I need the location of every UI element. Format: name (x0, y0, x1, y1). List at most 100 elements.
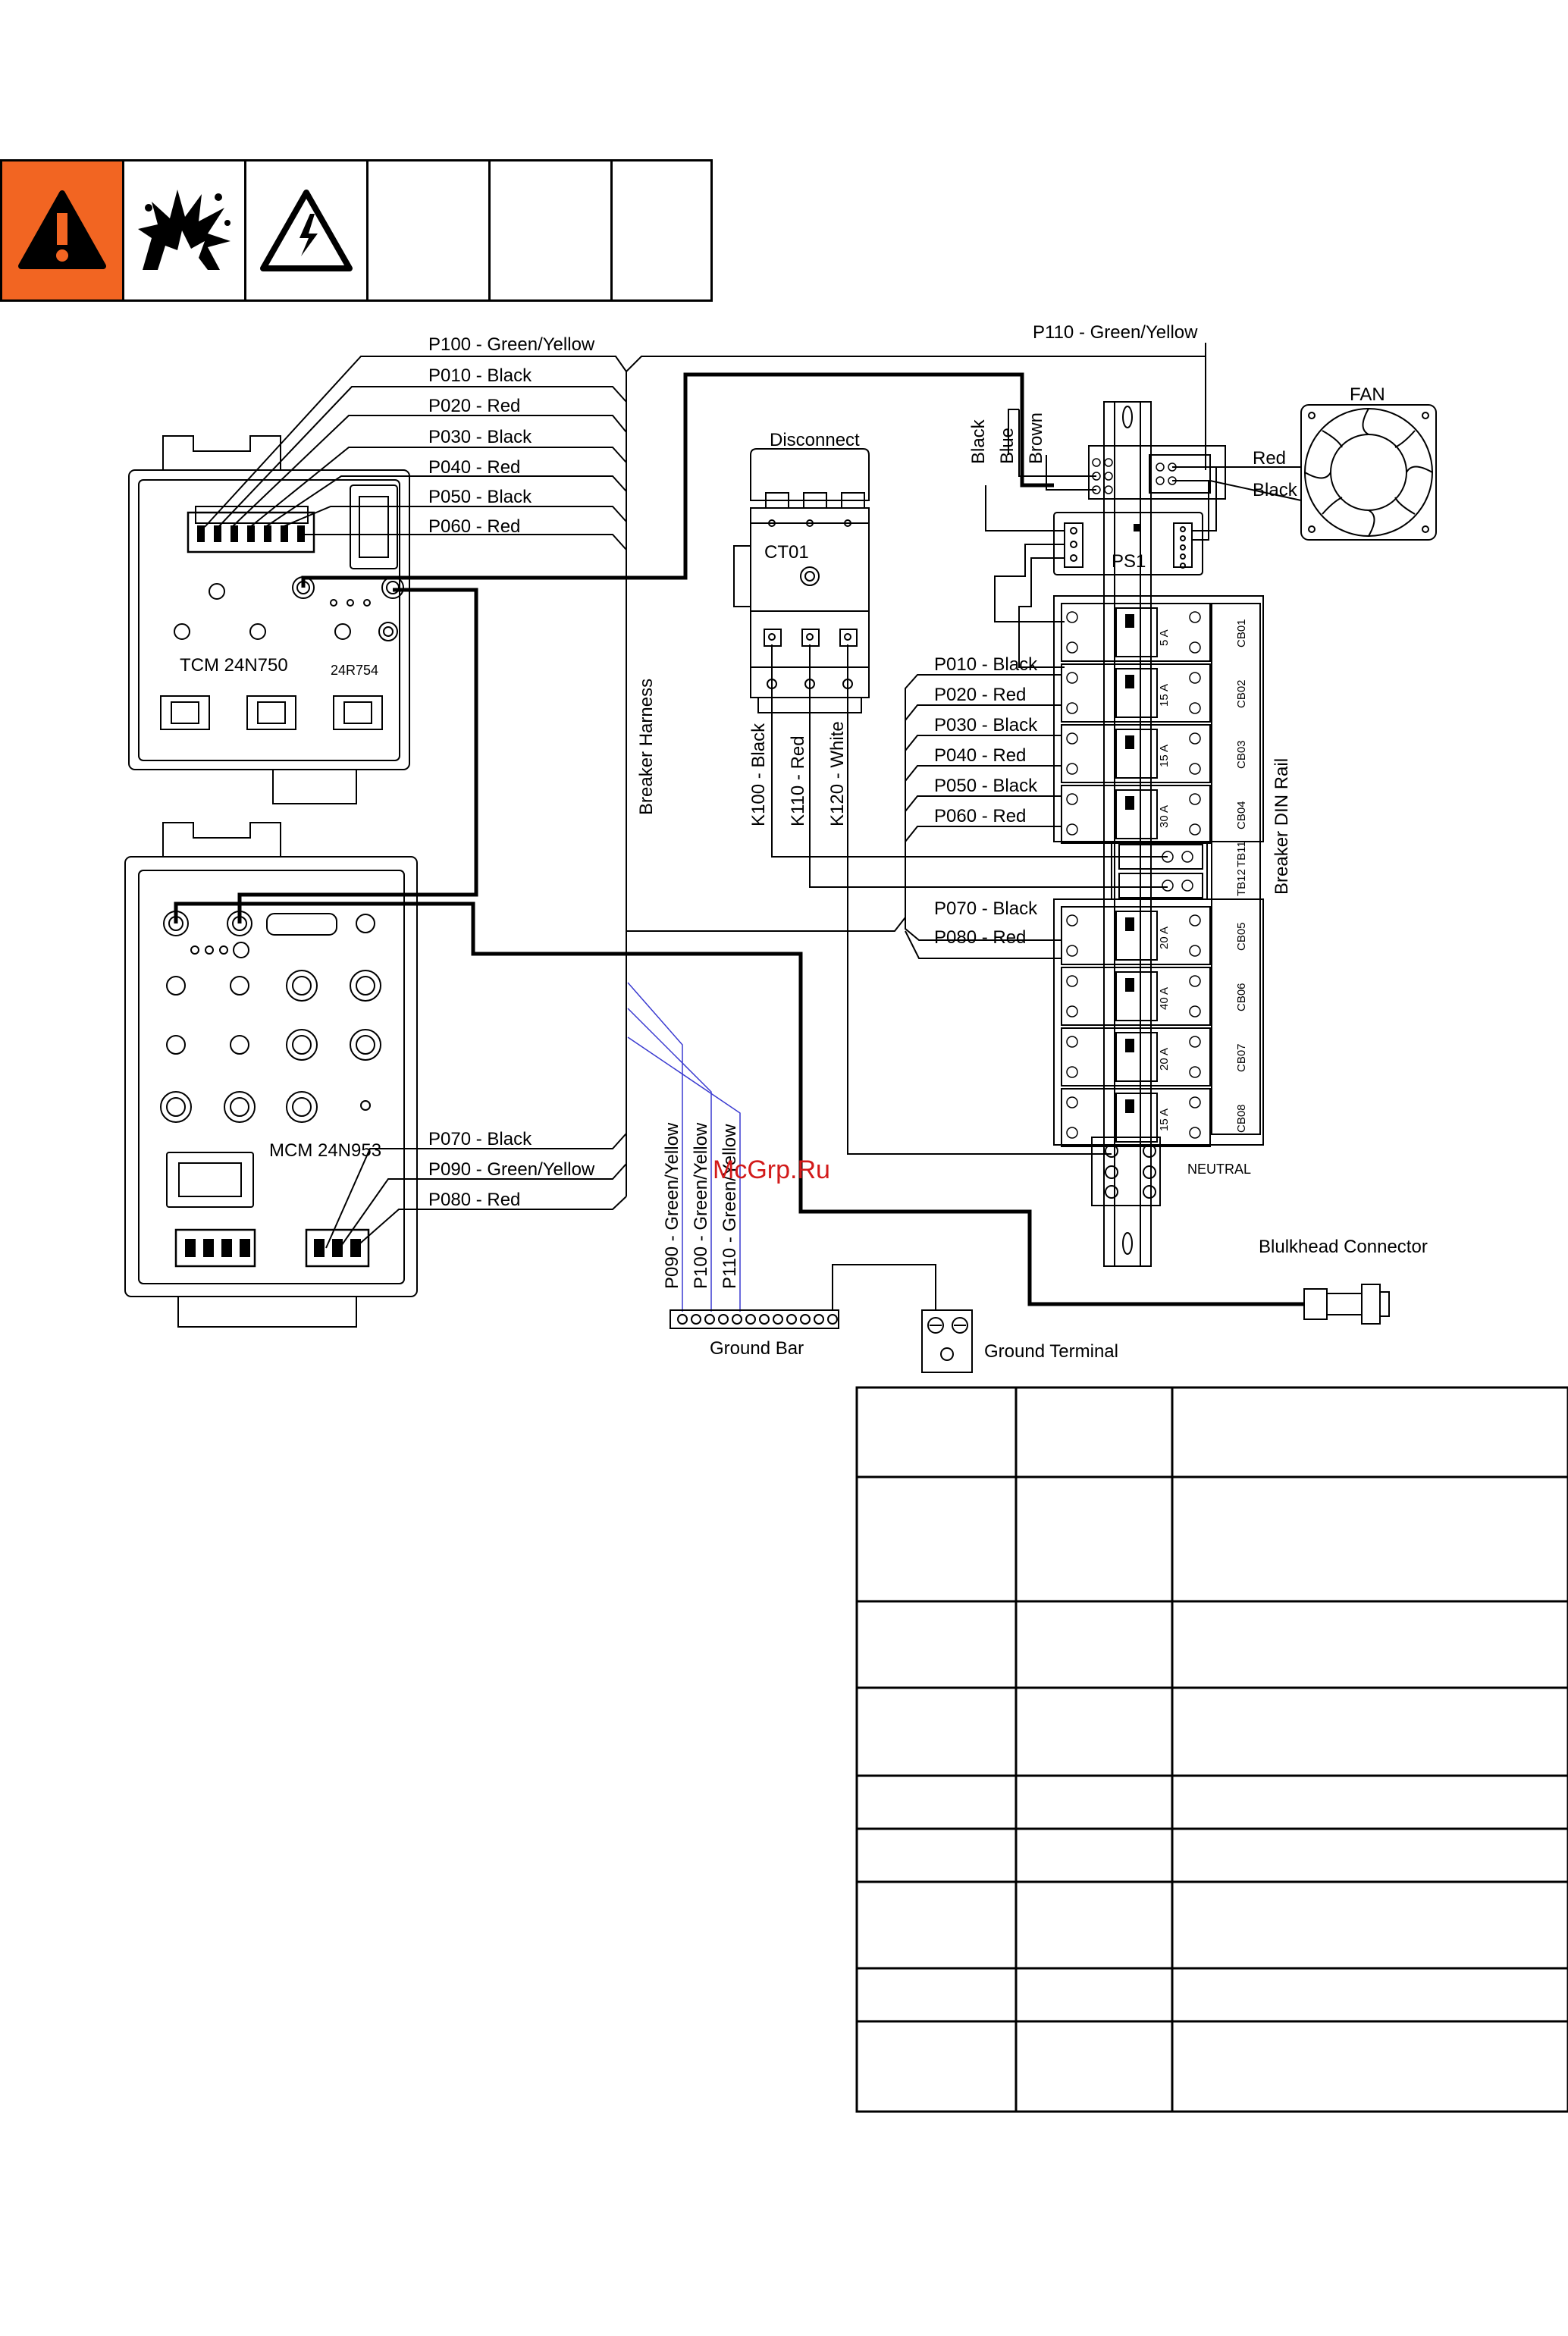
screw-icon (1066, 823, 1078, 836)
breaker-body (1061, 1027, 1211, 1086)
screw-icon (1066, 1096, 1078, 1108)
mcm-connector-pins (185, 1239, 361, 1257)
bulkhead-connector (1303, 1284, 1390, 1325)
mcm-label: MCM 24N953 (269, 1140, 381, 1161)
screw-icon (1181, 880, 1193, 892)
wire-label: P110 - Green/Yellow (720, 1124, 740, 1289)
breaker-rating: 15 A (1158, 745, 1171, 767)
breaker-handle-frame (1115, 1093, 1158, 1143)
breaker-body (1061, 1088, 1211, 1147)
mcm-module (124, 822, 418, 1328)
breaker-id: CB06 (1235, 983, 1248, 1011)
tcm-module (128, 435, 410, 804)
ps-wire-label: Blue (997, 428, 1018, 464)
tcm-label: TCM 24N750 (180, 655, 288, 676)
ground-terminal (921, 1309, 973, 1373)
screw-icon (1189, 763, 1201, 775)
k-wires (771, 644, 1152, 1155)
wire-label: P090 - Green/Yellow (662, 1122, 682, 1289)
breaker-body (1061, 785, 1211, 844)
wire-label: P020 - Red (934, 685, 1026, 705)
screw-icon (1066, 763, 1078, 775)
breaker-toggle (1125, 796, 1134, 810)
breaker-id: CB04 (1235, 801, 1248, 829)
rail-harness-wires (626, 674, 1062, 959)
screw-icon (1189, 641, 1201, 654)
breaker-stack (1053, 595, 1264, 1146)
wire-label: P070 - Black (428, 1129, 532, 1149)
screw-icon (1189, 1036, 1201, 1048)
explosion-hazard-icon (138, 190, 230, 270)
disconnect-title: Disconnect (770, 430, 860, 450)
breaker-id: CB01 (1235, 619, 1248, 647)
screw-icon (1189, 1127, 1201, 1139)
breaker-id: CB08 (1235, 1104, 1248, 1133)
breaker-rating: 15 A (1158, 684, 1171, 707)
rail-wire-labels: P010 - Black P020 - Red P030 - Black P04… (934, 654, 1038, 948)
ground-bar (670, 1264, 936, 1329)
screw-icon (1066, 1005, 1078, 1017)
breaker-toggle (1125, 614, 1134, 628)
wire-label: P010 - Black (428, 365, 532, 386)
tcm-sublabel: 24R754 (331, 663, 378, 678)
breaker-toggle (1125, 917, 1134, 931)
screw-icon (1189, 672, 1201, 684)
harness-label: Breaker Harness (636, 679, 657, 815)
breaker-body (1061, 603, 1211, 662)
tb-wires (1152, 856, 1168, 888)
watermark: McGrp.Ru (713, 1155, 830, 1184)
ps-wire-label: Brown (1026, 412, 1046, 464)
screw-icon (1181, 851, 1193, 863)
terminal-block-id: TB11 (1235, 841, 1248, 867)
ps-wire-label: Black (968, 419, 989, 464)
empty-cell-2 (491, 161, 613, 299)
wire-label: P060 - Red (934, 806, 1026, 826)
screw-icon (1189, 945, 1201, 957)
wire-label: P090 - Green/Yellow (428, 1159, 595, 1180)
breaker-rating: 5 A (1158, 629, 1171, 646)
explosion-cell (124, 161, 246, 299)
wire-label: P100 - Green/Yellow (428, 334, 595, 355)
fan (1300, 404, 1437, 541)
k-wire-label: K100 - Black (748, 723, 769, 826)
breaker-toggle (1125, 1039, 1134, 1052)
breaker-id: CB02 (1235, 679, 1248, 708)
k-wire-label: K120 - White (827, 721, 848, 826)
terminal-block: TB11 (1118, 841, 1248, 870)
warning-triangle-icon (18, 190, 106, 269)
ps1-label: PS1 (1112, 551, 1146, 572)
screw-icon (1066, 1066, 1078, 1078)
circuit-breaker: 15 A CB02 (1061, 663, 1248, 723)
screw-icon (1066, 672, 1078, 684)
k-wire-label: K110 - Red (788, 735, 808, 826)
breaker-toggle (1125, 675, 1134, 688)
wire-label: P080 - Red (428, 1190, 520, 1210)
wire-label: P040 - Red (934, 745, 1026, 766)
harness-lines (204, 356, 1206, 1249)
wire-label: P060 - Red (428, 516, 520, 537)
screw-icon (1066, 793, 1078, 805)
hazard-symbols (0, 159, 713, 302)
fan-wires (1209, 466, 1302, 501)
disconnect-label: CT01 (764, 542, 809, 563)
screw-icon (1189, 793, 1201, 805)
screw-icon (1066, 975, 1078, 987)
wire-label: P010 - Black (934, 654, 1038, 675)
tcm-connector-pins (197, 525, 305, 542)
bulkhead-label: Blulkhead Connector (1259, 1237, 1428, 1257)
ground-bar-label: Ground Bar (710, 1338, 804, 1359)
empty-table (855, 1386, 1568, 2113)
terminal-block: TB12 (1118, 869, 1248, 898)
screw-icon (1189, 1005, 1201, 1017)
breaker-id: CB07 (1235, 1043, 1248, 1072)
breaker-handle-frame (1115, 729, 1158, 779)
mcm-wire-labels: P070 - Black P090 - Green/Yellow P080 - … (428, 1129, 595, 1210)
wire-label: P100 - Green/Yellow (691, 1122, 711, 1289)
terminal-block-id: TB12 (1235, 869, 1248, 896)
terminal-block-body (1118, 873, 1203, 898)
screw-icon (1162, 880, 1174, 892)
